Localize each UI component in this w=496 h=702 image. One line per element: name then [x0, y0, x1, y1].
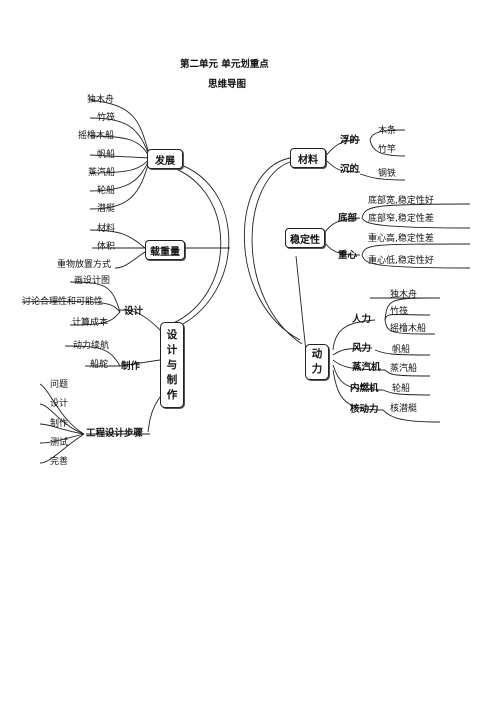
dongli-neiranji: 内燃机: [350, 383, 379, 394]
fazhan-item: 独木舟: [87, 95, 115, 105]
sheji-item: 讨论合理性和可能性: [22, 297, 104, 307]
cailiao-fu-item: 木条: [378, 126, 397, 136]
dibu-item: 底部窄,稳定性差: [368, 214, 434, 224]
he-item: 核潜艇: [390, 404, 418, 414]
node-dongli: 动 力: [305, 344, 329, 380]
wending-zhongxin: 重心: [338, 250, 358, 261]
fazhan-item: 潜艇: [97, 204, 116, 214]
cailiao-chen-item: 钢铁: [378, 169, 397, 179]
center-char: 计: [166, 343, 178, 356]
sheji-item: 计算成本: [72, 318, 109, 328]
dongli-char: 动: [311, 348, 323, 360]
renli-item: 摇橹木船: [390, 324, 427, 334]
zaizhong-item: 体积: [97, 242, 116, 252]
step-item: 测试: [50, 438, 69, 448]
cailiao-fu: 浮的: [340, 135, 360, 146]
step-item: 设计: [50, 399, 69, 409]
fazhan-item: 帆船: [97, 150, 116, 160]
fengli-item: 帆船: [392, 345, 411, 355]
dibu-item: 底部宽,稳定性好: [368, 196, 434, 206]
branch-zhizuo: 制作: [121, 361, 141, 372]
dongli-zhengqiji: 蒸汽机: [352, 362, 381, 373]
zaizhong-item: 材料: [97, 224, 116, 234]
node-zaizhongliang: 载重量: [145, 240, 185, 260]
branch-gongcheng-buzhou: 工程设计步骤: [86, 428, 144, 439]
zhizuo-item: 动力续航: [73, 341, 110, 351]
fazhan-item: 摇橹木船: [78, 131, 115, 141]
step-item: 制作: [50, 419, 69, 429]
step-item: 问题: [50, 380, 69, 390]
zhongxin-item: 重心高,稳定性差: [368, 234, 434, 244]
branch-sheji: 设计: [124, 306, 144, 317]
zhengqi-item: 蒸汽船: [390, 364, 418, 374]
node-cailiao: 材料: [290, 148, 326, 168]
neiran-item: 轮船: [392, 384, 411, 394]
fazhan-item: 竹筏: [97, 113, 116, 123]
cailiao-chen: 沉的: [340, 164, 360, 175]
fazhan-item: 轮船: [97, 186, 116, 196]
dongli-hedongli: 核动力: [350, 404, 379, 415]
page-title: 第二单元 单元划重点: [180, 59, 269, 70]
node-sheji-yu-zhizuo: 设 计 与 制 作: [160, 322, 184, 408]
node-fazhan: 发展: [147, 149, 183, 169]
cailiao-fu-item: 竹竿: [378, 145, 397, 155]
center-char: 作: [166, 388, 178, 401]
renli-item: 竹筏: [390, 307, 409, 317]
dongli-char: 力: [311, 363, 323, 375]
renli-item: 独木舟: [390, 290, 418, 300]
sheji-item: 画设计图: [74, 276, 111, 286]
zhongxin-item: 重心低,稳定性好: [368, 256, 434, 266]
zhizuo-item: 船舵: [90, 360, 109, 370]
zaizhong-item: 重物放置方式: [57, 260, 112, 270]
center-char: 与: [166, 358, 178, 371]
page-subtitle: 思维导图: [208, 79, 247, 90]
center-char: 设: [166, 328, 178, 341]
step-item: 完善: [50, 457, 69, 467]
dongli-fengli: 风力: [352, 343, 372, 354]
fazhan-item: 蒸汽船: [88, 168, 116, 178]
node-wendingxing: 稳定性: [285, 228, 325, 248]
wending-dibu: 底部: [338, 213, 358, 224]
dongli-renli: 人力: [352, 314, 372, 325]
center-char: 制: [166, 373, 178, 386]
